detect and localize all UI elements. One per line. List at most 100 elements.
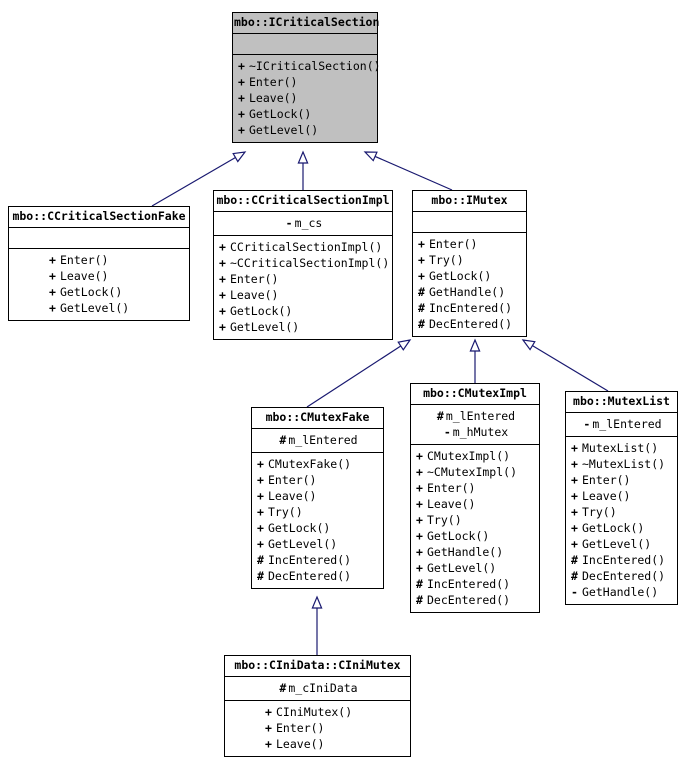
operation-label: Try() — [582, 505, 617, 519]
operation-label: MutexList() — [582, 441, 659, 455]
operation-row: +GetLock() — [566, 520, 677, 536]
operation-row: +GetLevel() — [233, 122, 377, 138]
visibility-marker: - — [571, 585, 578, 599]
visibility-marker: # — [571, 569, 578, 583]
operation-label: GetHandle() — [427, 545, 504, 559]
uml-class-cmutexfake[interactable]: mbo::CMutexFake#m_lEntered+CMutexFake()+… — [251, 407, 384, 589]
generalization-arrowhead — [469, 338, 481, 352]
generalization-arrowhead — [297, 150, 309, 164]
operation-label: IncEntered() — [582, 553, 666, 567]
uml-class-imutex[interactable]: mbo::IMutex+Enter()+Try()+GetLock()#GetH… — [412, 190, 527, 337]
operation-label: GetLock() — [429, 269, 492, 283]
operations-compartment-cmutexfake: +CMutexFake()+Enter()+Leave()+Try()+GetL… — [252, 453, 383, 588]
operation-label: CMutexFake() — [268, 457, 352, 471]
compartment-divider — [9, 227, 189, 228]
edge-imutex-to-icritsec — [363, 151, 453, 191]
operation-label: GetHandle() — [429, 285, 506, 299]
uml-class-cinimutex[interactable]: mbo::CIniData::CIniMutex#m_cIniData+CIni… — [224, 655, 411, 757]
operation-row: +GetLock() — [9, 284, 189, 300]
operation-label: GetLevel() — [230, 320, 300, 334]
operation-row: +CMutexImpl() — [411, 448, 539, 464]
uml-class-ccriticalsectionimpl[interactable]: mbo::CCriticalSectionImpl-m_cs+CCritical… — [213, 190, 393, 340]
visibility-marker: # — [418, 317, 425, 331]
visibility-marker: + — [416, 481, 423, 495]
operation-label: Try() — [427, 513, 462, 527]
compartment-divider — [252, 428, 383, 429]
attributes-compartment-mutexlist: -m_lEntered — [566, 413, 677, 436]
operation-row: #DecEntered() — [252, 568, 383, 584]
operation-label: GetHandle() — [582, 585, 659, 599]
operation-label: Leave() — [276, 737, 325, 751]
operation-label: IncEntered() — [427, 577, 511, 591]
attributes-compartment-ccriticalsectionimpl: -m_cs — [214, 212, 392, 235]
visibility-marker: + — [49, 285, 56, 299]
visibility-marker: + — [257, 521, 264, 535]
attribute-label: m_lEntered — [592, 417, 662, 431]
uml-class-cmuteximpl[interactable]: mbo::CMutexImpl#m_lEntered-m_hMutex+CMut… — [410, 383, 540, 613]
visibility-marker: + — [219, 304, 226, 318]
operation-row: +Try() — [566, 504, 677, 520]
operation-row: +Enter() — [413, 236, 526, 252]
visibility-marker: # — [571, 553, 578, 567]
operations-compartment-imutex: +Enter()+Try()+GetLock()#GetHandle()#Inc… — [413, 233, 526, 336]
operation-row: +GetLevel() — [411, 560, 539, 576]
operation-row: + Enter() — [411, 480, 539, 496]
operation-row: #DecEntered() — [413, 316, 526, 332]
visibility-marker: # — [279, 681, 287, 695]
attribute-row: -m_hMutex — [411, 424, 539, 440]
visibility-marker: + — [49, 301, 56, 315]
visibility-marker: # — [416, 593, 423, 607]
operation-row: +Enter() — [233, 74, 377, 90]
class-name-mutexlist: mbo::MutexList — [573, 394, 670, 408]
operation-label: Leave() — [268, 489, 317, 503]
visibility-marker: + — [571, 441, 578, 455]
attribute-label: m_hMutex — [452, 425, 509, 439]
visibility-marker: + — [571, 473, 578, 487]
operation-row: + GetLock() — [413, 268, 526, 284]
visibility-marker: + — [49, 253, 56, 267]
operation-row: +GetLevel() — [9, 300, 189, 316]
edge-line — [306, 345, 402, 408]
visibility-marker: + — [418, 253, 425, 267]
attributes-compartment-ccriticalsectionfake — [9, 228, 189, 248]
class-name-cinimutex: mbo::CIniData::CIniMutex — [234, 658, 401, 672]
compartment-divider — [411, 404, 539, 405]
visibility-marker: + — [571, 489, 578, 503]
uml-class-mutexlist[interactable]: mbo::MutexList-m_lEntered+MutexList()+~M… — [565, 391, 678, 605]
attribute-label: m_lEntered — [288, 433, 358, 447]
class-name-icriticalsection: mbo::ICriticalSection — [234, 15, 380, 29]
visibility-marker: + — [265, 705, 272, 719]
operation-row: +Leave() — [214, 287, 392, 303]
visibility-marker: + — [571, 521, 578, 535]
visibility-marker: + — [418, 269, 425, 283]
uml-class-ccriticalsectionfake[interactable]: mbo::CCriticalSectionFake+Enter()+Leave(… — [8, 206, 190, 321]
class-name-cmutexfake: mbo::CMutexFake — [265, 410, 370, 424]
visibility-marker: + — [416, 513, 423, 527]
operation-row: #DecEntered() — [566, 568, 677, 584]
operations-compartment-icriticalsection: +~ICriticalSection()+Enter()+Leave()+Get… — [233, 55, 381, 142]
operation-label: Enter() — [427, 481, 476, 495]
visibility-marker: + — [219, 272, 226, 286]
generalization-arrowhead — [311, 595, 323, 609]
generalization-arrowhead — [363, 151, 378, 162]
attribute-label: m_cs — [294, 216, 323, 230]
operation-row: #IncEntered() — [252, 552, 383, 568]
visibility-marker: # — [418, 301, 425, 315]
operation-row: +Leave() — [252, 488, 383, 504]
operation-row: +Leave() — [9, 268, 189, 284]
operation-label: Enter() — [582, 473, 631, 487]
compartment-divider — [9, 248, 189, 249]
generalization-arrowhead — [397, 339, 412, 351]
compartment-divider — [411, 444, 539, 445]
visibility-marker: + — [416, 465, 423, 479]
uml-class-icriticalsection[interactable]: mbo::ICriticalSection+~ICriticalSection(… — [232, 12, 381, 143]
operation-row: +Leave() — [233, 90, 377, 106]
operation-label: Leave() — [230, 288, 279, 302]
operation-row: +CMutexFake() — [252, 456, 383, 472]
operation-row: +Enter() — [214, 271, 392, 287]
compartment-divider — [566, 412, 677, 413]
visibility-marker: - — [443, 425, 451, 439]
operation-label: Leave() — [60, 269, 109, 283]
visibility-marker: + — [265, 737, 272, 751]
class-name-cmuteximpl: mbo::CMutexImpl — [423, 386, 527, 400]
